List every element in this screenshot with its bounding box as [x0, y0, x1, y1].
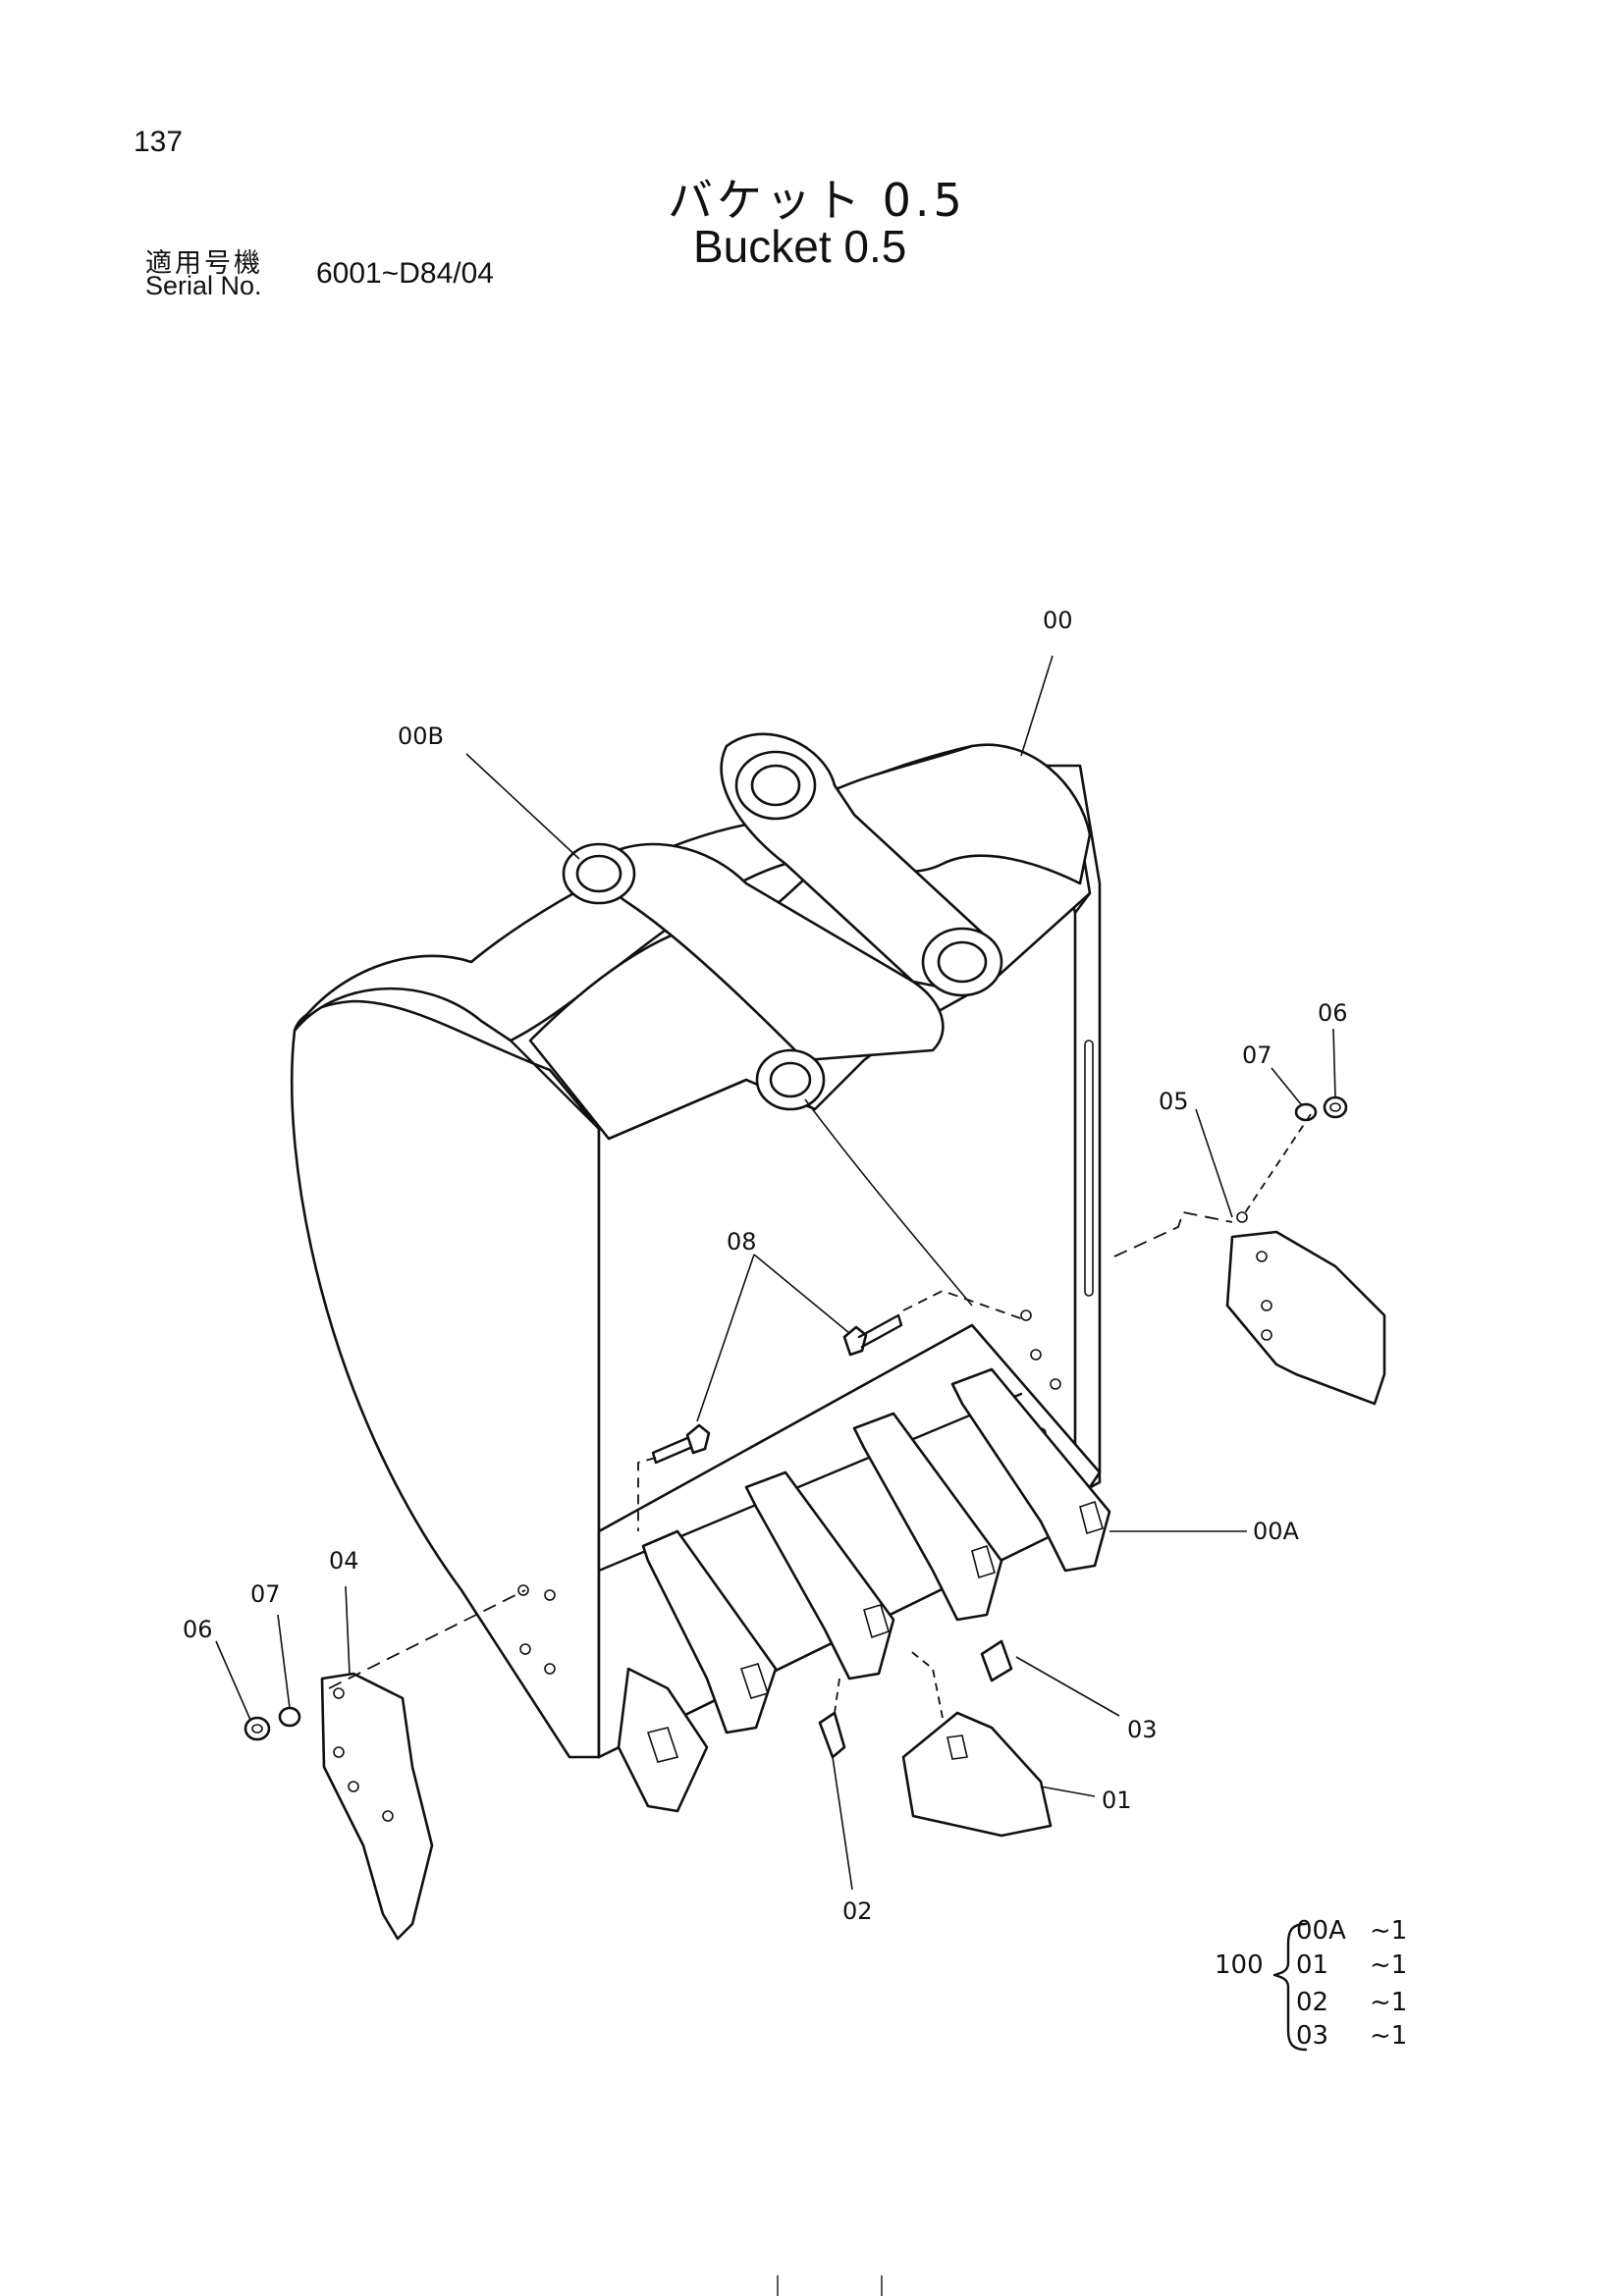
kit-list: 100 00A ~1 01 ~1 02 ~1 03 ~1	[1215, 1916, 1407, 2052]
part-04-side-cutter-left	[320, 1672, 434, 1941]
kit-item-qty: ~1	[1370, 1950, 1407, 1980]
kit-item-part: 03	[1296, 2021, 1328, 2051]
serial-number-range: 6001~D84/04	[316, 257, 494, 290]
part-05-side-cutter-right	[1225, 1211, 1386, 1406]
kit-item-part: 00A	[1296, 1916, 1346, 1946]
callout-07-right: 07	[1242, 1041, 1272, 1069]
kit-item-part: 02	[1296, 1988, 1328, 2017]
assembly-lines	[328, 1113, 1312, 1719]
scan-marks	[777, 2275, 883, 2296]
kit-number: 100	[1215, 1950, 1264, 1980]
kit-item-qty: ~1	[1370, 1988, 1407, 2017]
serial-label-english: Serial No.	[145, 271, 262, 300]
callout-02: 02	[842, 1897, 873, 1925]
part-07-washer-right	[1294, 1102, 1318, 1122]
callout-04: 04	[329, 1547, 359, 1575]
serial-label-japanese: 適用号機	[145, 248, 263, 279]
callout-labels: 00 00B 00A 03 01 02 04 05 06 07 07 06 08	[183, 607, 1348, 1925]
callout-00b: 00B	[398, 722, 444, 750]
part-06-nut-right	[1323, 1095, 1348, 1119]
tooth-1	[617, 1667, 709, 1813]
bolt-lower	[651, 1423, 711, 1465]
tooth-4	[852, 1412, 1003, 1622]
callout-03: 03	[1127, 1716, 1158, 1743]
part-03-lock	[980, 1639, 1013, 1682]
title-japanese: バケット 0.5	[668, 174, 966, 227]
callout-01: 01	[1102, 1787, 1132, 1814]
part-07-washer-left	[278, 1706, 301, 1728]
callout-05: 05	[1159, 1088, 1189, 1115]
callout-07-left: 07	[250, 1580, 281, 1608]
page-number: 137	[134, 126, 184, 158]
boss-lower-left	[755, 1048, 826, 1111]
callout-06-left: 06	[183, 1616, 213, 1643]
tooth-5	[950, 1367, 1111, 1573]
part-02-pin	[818, 1711, 846, 1759]
boss-lower-right	[921, 927, 1003, 997]
leader-lines	[215, 655, 1336, 1891]
kit-item-qty: ~1	[1370, 2021, 1407, 2051]
part-06-nut-left	[243, 1716, 271, 1741]
boss-upper-left	[562, 842, 636, 905]
part-01-tooth-point	[901, 1711, 1053, 1838]
callout-00a: 00A	[1253, 1518, 1300, 1545]
bolt-upper	[842, 1313, 903, 1357]
kit-brace	[1272, 1922, 1308, 2052]
callout-06-right: 06	[1318, 999, 1348, 1027]
tooth-2	[641, 1529, 778, 1735]
tooth-3	[744, 1470, 895, 1681]
title-english: Bucket 0.5	[693, 221, 907, 272]
bucket-teeth	[617, 1367, 1111, 1813]
part-08-bolts	[651, 1313, 903, 1465]
boss-upper-right	[734, 750, 817, 821]
kit-item-part: 01	[1296, 1950, 1328, 1980]
kit-item-qty: ~1	[1370, 1916, 1407, 1946]
callout-00: 00	[1043, 607, 1073, 634]
callout-08: 08	[727, 1228, 757, 1255]
